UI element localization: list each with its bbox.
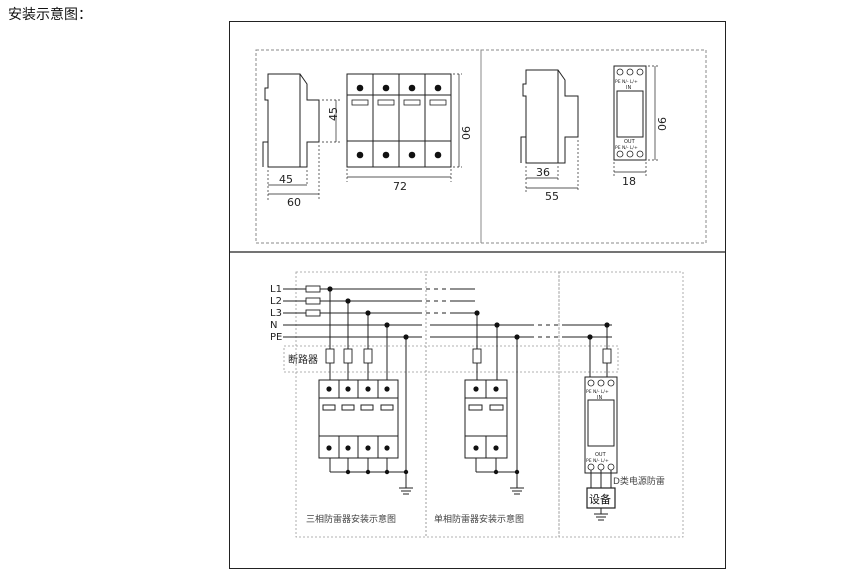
front1-dims	[613, 65, 658, 176]
side1-dims	[525, 140, 579, 192]
diagram-frame	[229, 21, 726, 569]
line-label-pe: PE	[270, 332, 282, 343]
front1-terms-bottom: PE N/- L/+	[615, 145, 638, 151]
front-view-single-phase	[613, 65, 647, 161]
class-d-terms-bottom: PE N/- L/+	[586, 458, 609, 464]
three-phase-drops	[329, 289, 407, 488]
page-title: 安装示意图：	[8, 7, 92, 23]
front1-terms-top: PE N/- L/+	[615, 79, 638, 85]
side1-total-label: 55	[545, 190, 559, 203]
front1-width-label: 18	[622, 175, 636, 188]
single-phase-breaker	[472, 348, 482, 364]
bus-gaps	[426, 288, 565, 338]
class-d-outputs	[590, 470, 612, 488]
device-ground	[594, 508, 608, 521]
three-phase-ground-bus	[329, 458, 413, 495]
front1-height-label: 90	[655, 117, 668, 131]
dimension-panel-three-phase	[255, 49, 482, 244]
three-phase-arrester-screws	[326, 386, 390, 451]
front3-height-label: 90	[459, 126, 472, 140]
class-d-terms-top: PE N/- L/+	[586, 389, 609, 395]
front3-width-dim	[346, 169, 452, 182]
side-view-single-phase	[520, 69, 579, 164]
bus-lines	[283, 288, 612, 338]
line-label-n: N	[270, 320, 277, 331]
front1-in-label: IN	[626, 85, 631, 91]
caption-three-phase: 三相防雷器安装示意图	[306, 513, 396, 525]
breaker-label: 断路器	[288, 353, 318, 366]
side-view-three-phase	[262, 73, 320, 168]
side3-height-label: 45	[327, 107, 340, 121]
front3-width-label: 72	[393, 180, 407, 193]
side1-inner-label: 36	[536, 166, 550, 179]
dashed-box-right	[480, 49, 707, 244]
single-phase-drops	[476, 313, 518, 488]
line-label-l2: L2	[270, 296, 282, 307]
side3-total-label: 60	[287, 196, 301, 209]
single-phase-junctions	[474, 310, 520, 475]
class-d-junctions	[587, 322, 610, 340]
single-phase-arrester-screws	[473, 386, 499, 451]
front3-screws	[356, 84, 442, 159]
wiring-panels	[283, 271, 684, 538]
input-fuses	[305, 285, 321, 317]
three-phase-arrester	[318, 379, 399, 459]
line-label-l3: L3	[270, 308, 282, 319]
single-phase-arrester	[464, 379, 508, 459]
side3-depth-label: 45	[279, 173, 293, 186]
three-phase-breakers	[325, 348, 373, 364]
front3-windows	[351, 99, 447, 106]
class-d-out-label: OUT	[595, 452, 607, 458]
device-label: 设备	[589, 492, 611, 506]
side3-depth-dim	[267, 145, 320, 200]
class-d-in-label: IN	[597, 395, 602, 401]
caption-single-phase: 单相防雷器安装示意图	[434, 513, 524, 525]
dimension-panel-single-phase	[480, 49, 707, 244]
class-d-breaker	[602, 348, 612, 364]
front1-terminals	[616, 68, 644, 158]
front1-out-label: OUT	[624, 139, 636, 145]
class-d-terminals	[587, 379, 615, 471]
dashed-box-left	[255, 49, 482, 244]
side3-height-dim	[322, 99, 340, 143]
class-d-module	[584, 376, 618, 474]
front3-height-dim	[453, 73, 462, 168]
front-view-three-phase	[346, 73, 452, 168]
three-phase-junctions	[327, 286, 409, 475]
class-d-label: D类电源防雷	[613, 475, 665, 487]
line-label-l1: L1	[270, 284, 282, 295]
